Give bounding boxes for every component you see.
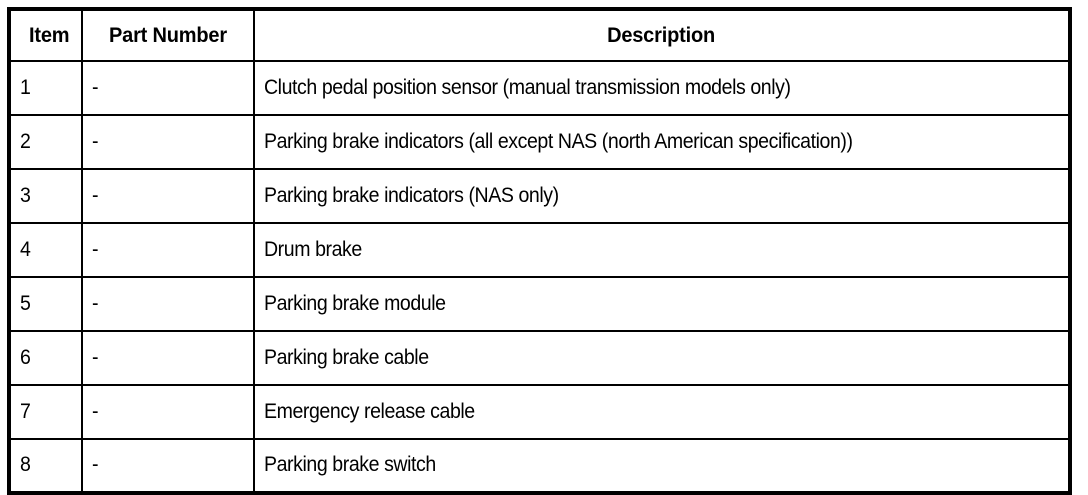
cell-part-number-value: - <box>92 129 99 153</box>
column-header-part-number-label: Part Number <box>109 23 228 48</box>
cell-item: 3 <box>8 168 83 224</box>
cell-item: 1 <box>8 60 83 116</box>
cell-description-value: Emergency release cable <box>264 399 475 423</box>
cell-part-number-value: - <box>92 183 99 207</box>
table-row: 4 - Drum brake <box>8 222 1071 278</box>
cell-part-number: - <box>81 276 255 332</box>
cell-part-number-value: - <box>92 237 99 261</box>
cell-description: Parking brake module <box>253 276 1071 332</box>
cell-part-number: - <box>81 222 255 278</box>
cell-item-value: 1 <box>20 75 31 99</box>
cell-item-value: 4 <box>20 237 31 261</box>
cell-description: Parking brake switch <box>253 438 1071 494</box>
cell-part-number: - <box>81 114 255 170</box>
cell-part-number: - <box>81 330 255 386</box>
table-row: 8 - Parking brake switch <box>8 438 1071 494</box>
table-row: 7 - Emergency release cable <box>8 384 1071 440</box>
cell-description-value: Parking brake module <box>264 291 446 315</box>
cell-description-value: Parking brake indicators (all except NAS… <box>264 129 853 153</box>
column-header-description: Description <box>253 8 1071 62</box>
cell-item: 7 <box>8 384 83 440</box>
cell-item-value: 8 <box>20 453 31 477</box>
cell-description-value: Clutch pedal position sensor (manual tra… <box>264 75 791 99</box>
cell-item-value: 5 <box>20 291 31 315</box>
column-header-part-number: Part Number <box>81 8 255 62</box>
cell-description-value: Parking brake indicators (NAS only) <box>264 183 559 207</box>
cell-description-value: Drum brake <box>264 237 362 261</box>
cell-description: Parking brake cable <box>253 330 1071 386</box>
table-row: 6 - Parking brake cable <box>8 330 1071 386</box>
cell-part-number-value: - <box>92 453 99 477</box>
table-row: 5 - Parking brake module <box>8 276 1071 332</box>
cell-item: 5 <box>8 276 83 332</box>
header-row: Item Part Number Description <box>8 8 1071 62</box>
cell-description: Clutch pedal position sensor (manual tra… <box>253 60 1071 116</box>
cell-part-number-value: - <box>92 291 99 315</box>
cell-part-number: - <box>81 384 255 440</box>
cell-part-number: - <box>81 60 255 116</box>
table-row: 3 - Parking brake indicators (NAS only) <box>8 168 1071 224</box>
table-body: 1 - Clutch pedal position sensor (manual… <box>8 60 1071 494</box>
cell-description: Parking brake indicators (all except NAS… <box>253 114 1071 170</box>
cell-item: 2 <box>8 114 83 170</box>
table-header: Item Part Number Description <box>8 8 1071 62</box>
cell-item: 8 <box>8 438 83 494</box>
column-header-item-label: Item <box>28 23 70 48</box>
cell-description-value: Parking brake cable <box>264 345 429 369</box>
cell-part-number-value: - <box>92 75 99 99</box>
cell-item: 4 <box>8 222 83 278</box>
column-header-description-label: Description <box>607 23 716 48</box>
parts-legend-table: Item Part Number Description 1 - Clutch … <box>7 7 1072 495</box>
table-row: 1 - Clutch pedal position sensor (manual… <box>8 60 1071 116</box>
cell-description: Parking brake indicators (NAS only) <box>253 168 1071 224</box>
cell-part-number: - <box>81 438 255 494</box>
cell-part-number-value: - <box>92 345 99 369</box>
cell-part-number-value: - <box>92 399 99 423</box>
cell-description-value: Parking brake switch <box>264 453 436 477</box>
cell-item-value: 2 <box>20 129 31 153</box>
table-row: 2 - Parking brake indicators (all except… <box>8 114 1071 170</box>
cell-item-value: 3 <box>20 183 31 207</box>
cell-item-value: 7 <box>20 399 31 423</box>
column-header-item: Item <box>8 8 83 62</box>
cell-description: Emergency release cable <box>253 384 1071 440</box>
cell-part-number: - <box>81 168 255 224</box>
cell-item: 6 <box>8 330 83 386</box>
cell-description: Drum brake <box>253 222 1071 278</box>
cell-item-value: 6 <box>20 345 31 369</box>
